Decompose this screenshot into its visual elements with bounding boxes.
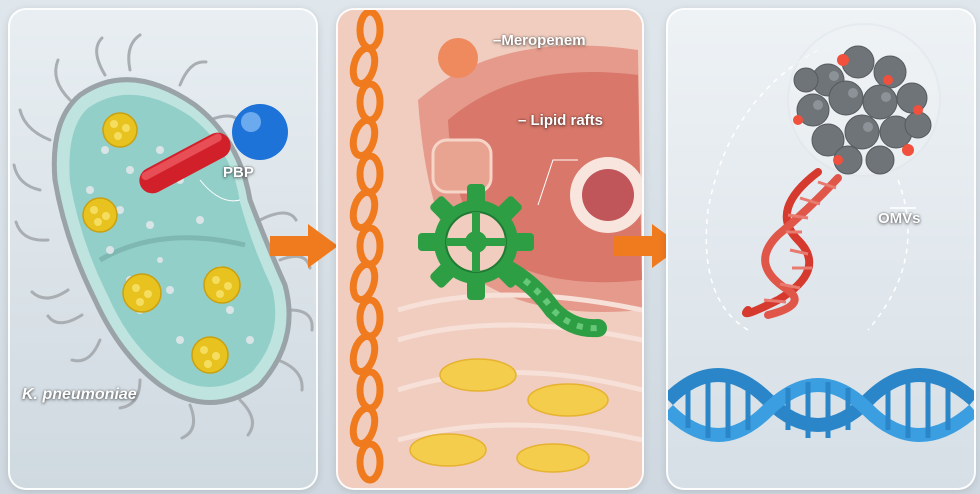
red-dna-helix — [742, 168, 842, 319]
blue-dna-helix — [668, 368, 974, 442]
omv-cluster — [787, 23, 941, 177]
membrane-illustration — [338, 10, 642, 488]
organism-label: K. pneumoniae — [22, 386, 137, 403]
bacterium-illustration — [12, 33, 314, 440]
orange-chain — [349, 10, 384, 484]
orange-arrow — [270, 224, 338, 268]
omv-panel: OMVs — [666, 8, 976, 490]
pbp-sphere — [232, 104, 288, 160]
orange-arrow — [614, 224, 682, 268]
green-gear — [418, 184, 607, 338]
lipid-rafts-label: – Lipid rafts — [518, 112, 604, 129]
omvs-label: OMVs — [878, 210, 921, 227]
beta-lactam-rod — [139, 132, 231, 194]
membrane-panel: –Meropenem – Lipid rafts — [336, 8, 644, 490]
pbp-label: PBP — [223, 164, 254, 181]
meropenem-label: –Meropenem — [493, 32, 586, 49]
omv-illustration — [668, 23, 974, 442]
bacterium-panel: PBP K. pneumoniae — [8, 8, 318, 490]
